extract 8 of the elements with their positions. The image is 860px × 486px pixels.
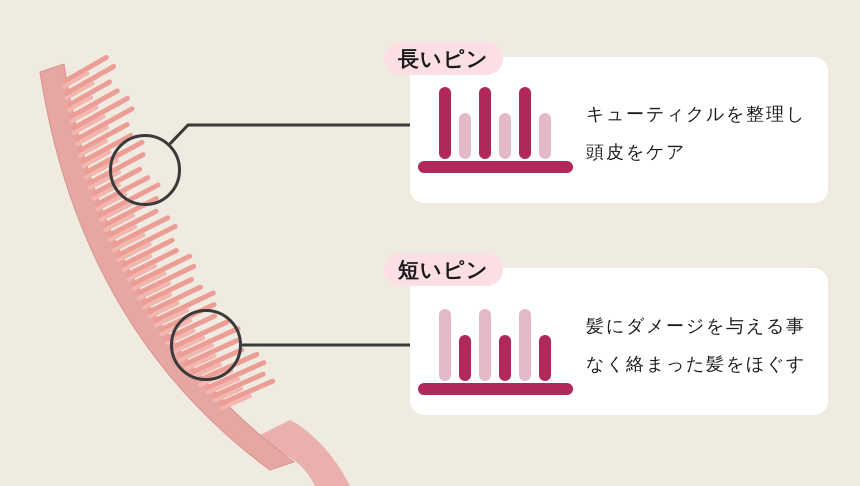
description: キューティクルを整理し頭皮をケア [586,103,807,165]
highlight-circle [109,134,181,206]
leader-line [168,124,410,145]
leader-line [242,344,410,346]
highlight-circle [170,309,242,381]
pin-type-tag: 長いピン [384,42,503,75]
pin-type-tag: 短いピン [384,253,503,286]
description: 髪にダメージを与える事なく絡まった髪をほぐす [586,315,807,377]
